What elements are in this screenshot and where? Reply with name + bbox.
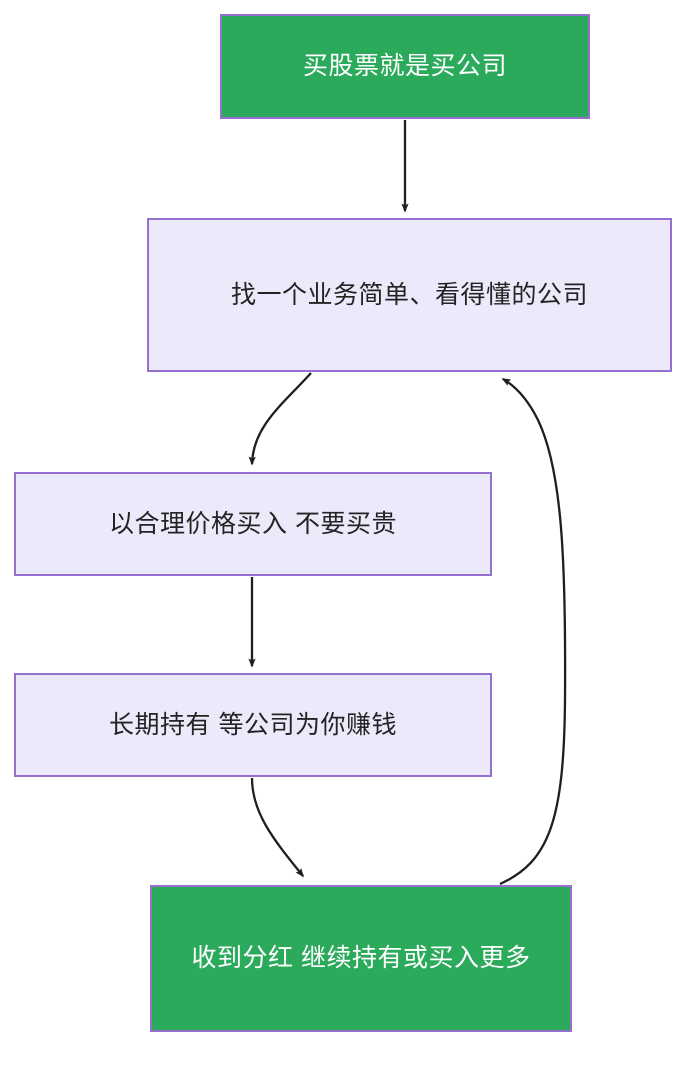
node-dividend-label: 收到分红 继续持有或买入更多 [191,944,531,973]
edge-hold-long-to-dividend [250,777,305,878]
edge-find-simple-to-fair-price [248,372,312,466]
node-hold-long[interactable]: 长期持有 等公司为你赚钱 [14,673,492,777]
node-fair-price-label: 以合理价格买入 不要买贵 [109,509,397,538]
edge-dividend-to-find-simple-feedback [499,378,567,886]
node-buy-company-label: 买股票就是买公司 [302,52,507,81]
node-buy-company[interactable]: 买股票就是买公司 [220,14,590,119]
node-dividend[interactable]: 收到分红 继续持有或买入更多 [150,885,572,1032]
node-hold-long-label: 长期持有 等公司为你赚钱 [109,710,397,739]
node-fair-price[interactable]: 以合理价格买入 不要买贵 [14,472,492,576]
node-find-simple-label: 找一个业务简单、看得懂的公司 [230,280,588,309]
node-find-simple[interactable]: 找一个业务简单、看得懂的公司 [147,218,672,372]
